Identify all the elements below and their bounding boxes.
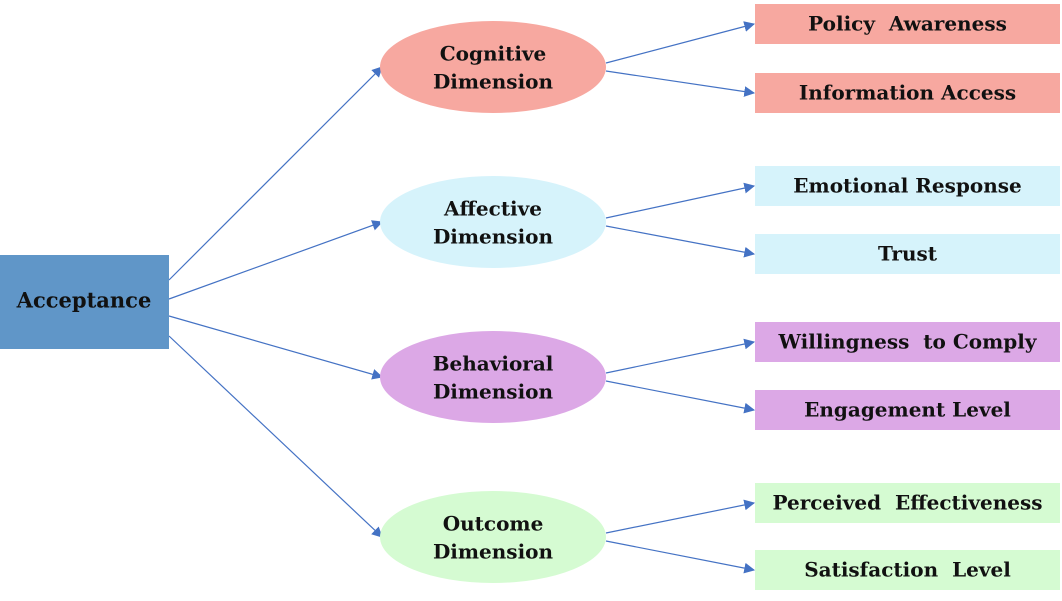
satisfaction-level-leaf-node: Satisfaction Level	[755, 550, 1060, 590]
information-access-leaf-box	[755, 73, 1060, 113]
arrow-cognitive-to-policy-awareness	[605, 21, 756, 64]
root-box	[0, 255, 169, 349]
behavioral-dimension-ellipse	[380, 331, 606, 423]
arrow-root-to-cognitive	[168, 66, 383, 281]
engagement-level-leaf-box	[755, 390, 1060, 430]
affective-dimension-label-line1: Affective	[443, 197, 542, 221]
perceived-effectiveness-leaf-box	[755, 483, 1060, 523]
policy-awareness-leaf-node: Policy Awareness	[755, 4, 1060, 44]
outcome-dimension-ellipse	[380, 491, 606, 583]
trust-leaf-label: Trust	[878, 242, 938, 266]
affective-dimension-ellipse	[380, 176, 606, 268]
engagement-level-leaf-node: Engagement Level	[755, 390, 1060, 430]
trust-leaf-box	[755, 234, 1060, 274]
arrow-affective-to-trust	[605, 225, 756, 258]
arrow-root-to-affective	[168, 220, 384, 300]
willingness-to-comply-leaf-node: Willingness to Comply	[755, 322, 1060, 362]
information-access-leaf-node: Information Access	[755, 73, 1060, 113]
arrow-cognitive-to-information-access	[605, 70, 756, 97]
perceived-effectiveness-leaf-label: Perceived Effectiveness	[772, 491, 1042, 515]
behavioral-dimension-label-line1: Behavioral	[433, 352, 554, 376]
connector-arrows	[168, 21, 756, 574]
arrow-behavioral-to-engagement-level	[605, 380, 756, 414]
root-node: Acceptance	[0, 255, 169, 349]
information-access-leaf-label: Information Access	[799, 81, 1016, 105]
outcome-dimension-label-line2: Dimension	[433, 540, 554, 564]
arrow-affective-to-emotional-response	[605, 182, 756, 219]
arrow-outcome-to-satisfaction-level	[605, 540, 756, 574]
perceived-effectiveness-leaf-node: Perceived Effectiveness	[755, 483, 1060, 523]
dimension-nodes: CognitiveDimensionAffectiveDimensionBeha…	[380, 21, 606, 583]
willingness-to-comply-leaf-label: Willingness to Comply	[778, 330, 1038, 354]
arrow-root-to-outcome	[168, 335, 383, 538]
arrow-outcome-to-perceived-effectiveness	[605, 499, 756, 534]
outcome-dimension-label-line1: Outcome	[443, 512, 544, 536]
emotional-response-leaf-label: Emotional Response	[793, 174, 1021, 198]
satisfaction-level-leaf-label: Satisfaction Level	[804, 558, 1011, 582]
cognitive-dimension-label-line1: Cognitive	[440, 42, 547, 66]
arrow-behavioral-to-willingness-to-comply	[605, 338, 756, 374]
cognitive-dimension-ellipse	[380, 21, 606, 113]
arrow-root-to-behavioral	[168, 315, 384, 380]
trust-leaf-node: Trust	[755, 234, 1060, 274]
affective-dimension-label-line2: Dimension	[433, 225, 554, 249]
emotional-response-leaf-box	[755, 166, 1060, 206]
policy-awareness-leaf-label: Policy Awareness	[808, 12, 1007, 36]
behavioral-dimension-label-line2: Dimension	[433, 380, 554, 404]
willingness-to-comply-leaf-box	[755, 322, 1060, 362]
root-label: Acceptance	[16, 288, 152, 313]
engagement-level-leaf-label: Engagement Level	[804, 398, 1011, 422]
satisfaction-level-leaf-box	[755, 550, 1060, 590]
policy-awareness-leaf-box	[755, 4, 1060, 44]
emotional-response-leaf-node: Emotional Response	[755, 166, 1060, 206]
cognitive-dimension-label-line2: Dimension	[433, 70, 554, 94]
